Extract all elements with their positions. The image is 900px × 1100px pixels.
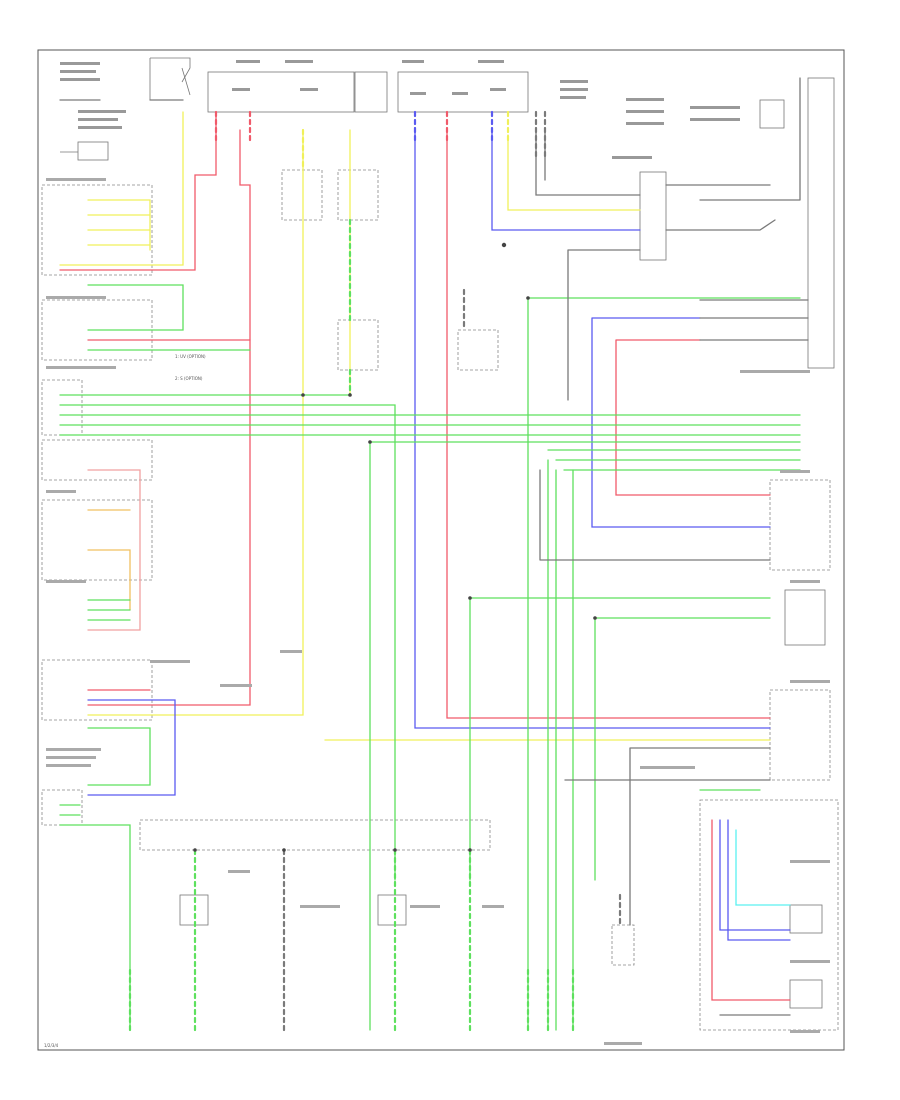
- left-switch-a: [41, 439, 153, 481]
- right-sensor-b: [789, 979, 823, 1009]
- legend-line-1: 1: UV (OPTION): [175, 354, 206, 359]
- label-marks: [46, 178, 830, 1045]
- wire-group-red: [59, 111, 791, 1001]
- bottom-device-2: [377, 894, 407, 926]
- wire-group-blue: [87, 129, 791, 941]
- center-relay-c: [337, 319, 379, 371]
- bottom-right-switch: [611, 924, 635, 966]
- footer-code: 1/2/3/4: [44, 1043, 59, 1048]
- wire-group-green: [59, 284, 801, 1031]
- wire-group-cyan: [735, 829, 791, 906]
- left-switch-b: [41, 499, 153, 581]
- right-switch-upper: [769, 479, 831, 571]
- center-relay-b: [337, 169, 379, 221]
- left-connector-stack: [41, 379, 83, 436]
- right-module-lamp: [784, 589, 826, 646]
- right-connector-block: [769, 689, 831, 781]
- top-fuse-block: [207, 60, 588, 113]
- legend-line-2: 2: S (OPTION): [175, 376, 203, 381]
- wire-group-gray: [59, 77, 809, 1016]
- bottom-splice-block: [139, 819, 491, 851]
- center-relay-a: [281, 169, 323, 221]
- diagram-frame: [37, 49, 845, 1051]
- splice-points: [193, 242, 597, 852]
- left-top-module: [60, 110, 126, 161]
- center-relay-d: [457, 329, 499, 371]
- wire-group-yellow: [59, 111, 771, 741]
- left-connector-bottom: [41, 789, 83, 826]
- right-top-control-unit: [612, 77, 835, 369]
- right-sensor-a: [789, 904, 823, 934]
- dashed-segments: [128, 110, 622, 1032]
- top-left-switch: [60, 57, 191, 100]
